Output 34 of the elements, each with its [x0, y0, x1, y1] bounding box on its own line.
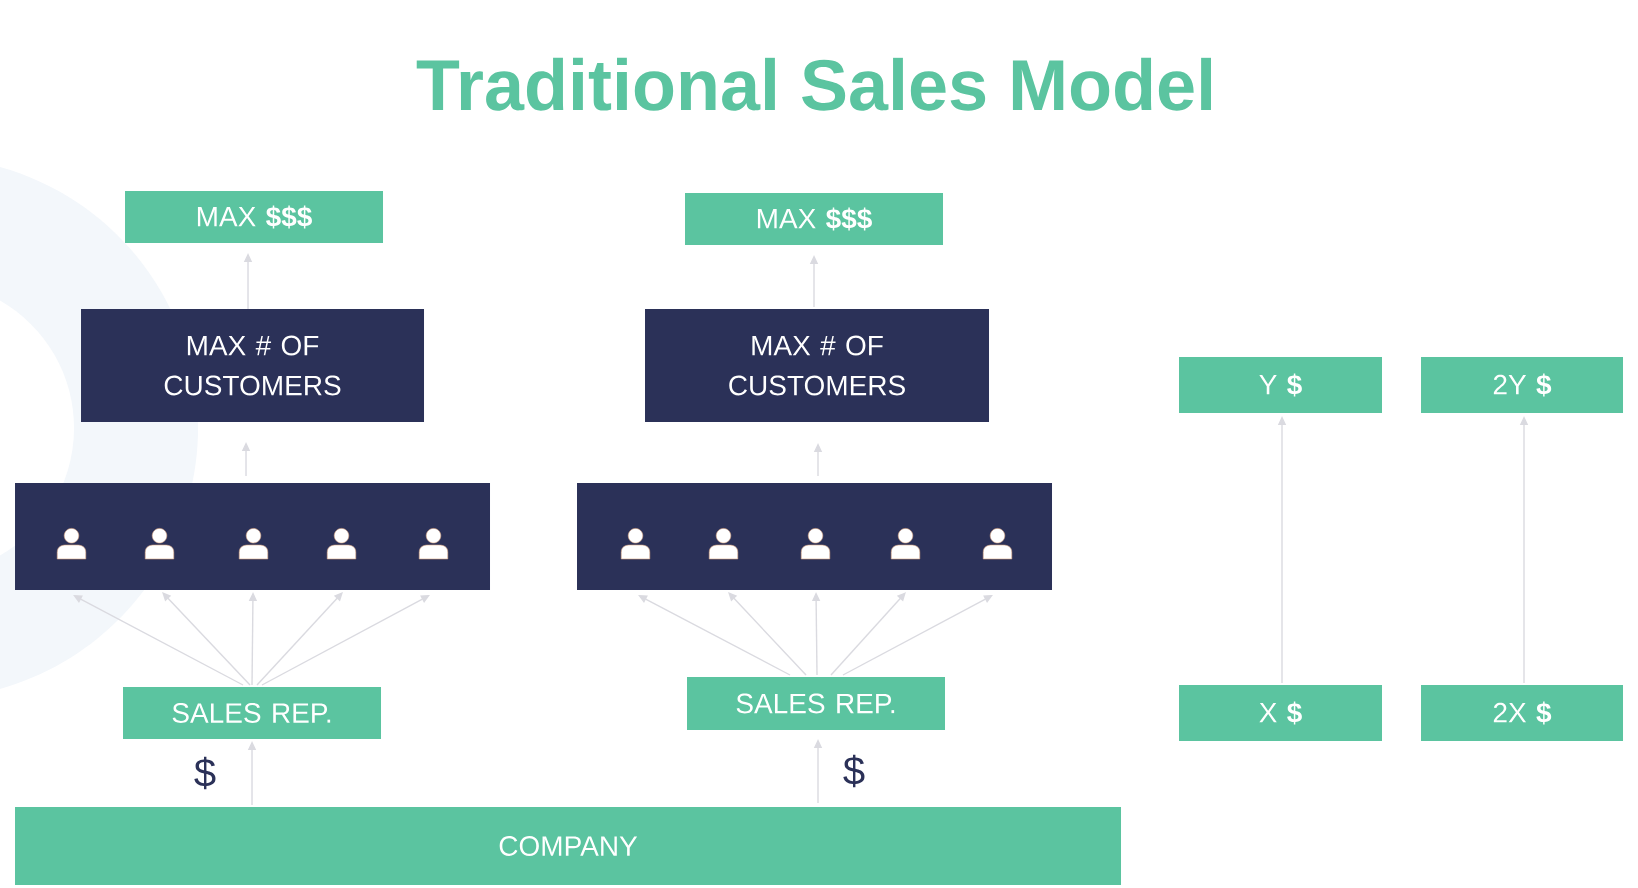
person-icon: [708, 528, 739, 560]
arrow: [256, 592, 343, 686]
person-icon: [326, 528, 357, 560]
arrow: [638, 595, 791, 676]
person-icon: [982, 528, 1013, 560]
text-band: COMPANY: [15, 807, 1121, 885]
person-icon: [800, 528, 831, 560]
arrow: [728, 592, 807, 676]
text-box: MAX # OF CUSTOMERS: [645, 309, 989, 422]
person-icon: [56, 528, 87, 560]
text-box: 2Y $: [1421, 357, 1623, 413]
person-icon: [238, 528, 269, 560]
arrow: [261, 595, 430, 686]
person-icon: [890, 528, 921, 560]
text-box: MAX $$$: [125, 191, 383, 243]
text-box: MAX # OF CUSTOMERS: [81, 309, 424, 422]
icon-panel: [15, 483, 490, 590]
person-icon: [418, 528, 449, 560]
text-box: SALES REP.: [687, 677, 945, 730]
arrow: [73, 595, 244, 686]
title: Traditional Sales Model: [416, 57, 1211, 111]
person-icon: [620, 528, 651, 560]
arrow: [162, 592, 251, 686]
text-box: MAX $$$: [685, 193, 943, 245]
arrow: [842, 595, 993, 676]
text-box: X $: [1179, 685, 1382, 741]
edge-label: $: [843, 754, 865, 788]
person-icon: [144, 528, 175, 560]
text-box: SALES REP.: [123, 687, 381, 739]
text-box: Y $: [1179, 357, 1382, 413]
text-box: 2X $: [1421, 685, 1623, 741]
icon-panel: [577, 483, 1052, 590]
edge-label: $: [194, 756, 216, 790]
arrow: [830, 592, 906, 676]
